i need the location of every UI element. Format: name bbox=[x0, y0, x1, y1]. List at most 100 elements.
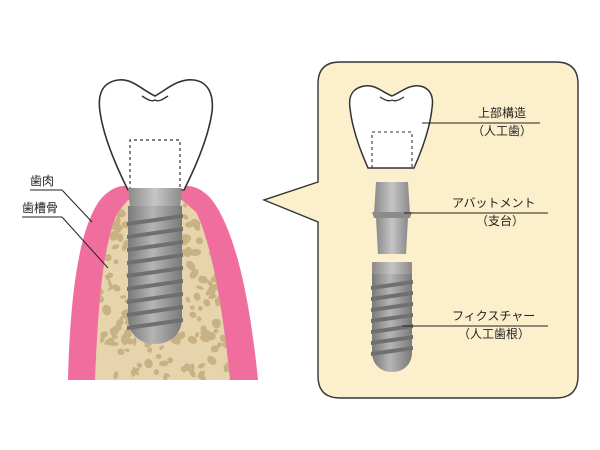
bone-spot bbox=[100, 335, 105, 343]
bone-spot bbox=[213, 328, 219, 334]
thread-ridge bbox=[127, 318, 183, 330]
bone-spot bbox=[197, 363, 206, 369]
bone-spot bbox=[190, 363, 195, 371]
bone-spot bbox=[120, 334, 127, 344]
thread-ridge bbox=[371, 291, 413, 301]
fixture-label: フィクスチャー bbox=[452, 309, 535, 323]
callout-panel bbox=[261, 61, 579, 399]
fixture-note-label: （人工歯根） bbox=[458, 327, 530, 341]
bone-spot bbox=[198, 305, 203, 311]
thread-ridge bbox=[127, 266, 183, 278]
abutment-left bbox=[128, 188, 182, 208]
bone-spot bbox=[189, 311, 197, 318]
bone-spot bbox=[229, 204, 230, 209]
bone-spot bbox=[210, 277, 217, 283]
crown-right-groove bbox=[379, 96, 405, 102]
thread-ridge bbox=[371, 313, 413, 323]
bone-spot bbox=[113, 371, 119, 380]
bone-spot bbox=[180, 366, 187, 373]
bone-spot bbox=[132, 366, 139, 376]
bone-spot bbox=[206, 280, 214, 287]
crown-right bbox=[348, 84, 434, 169]
abutment-right-collar bbox=[372, 212, 412, 218]
bone-spot bbox=[117, 348, 125, 356]
thread-ridge bbox=[371, 280, 413, 290]
bone-spot bbox=[185, 296, 191, 303]
bone-spot bbox=[164, 372, 170, 378]
thread-ridge bbox=[127, 305, 183, 317]
bone-spot bbox=[184, 246, 193, 258]
bone-spot bbox=[159, 360, 169, 367]
bone-spot bbox=[153, 369, 160, 376]
crown-shape bbox=[98, 79, 214, 191]
bone-spot bbox=[189, 305, 195, 310]
bone-spot bbox=[104, 337, 115, 345]
bone-spot bbox=[195, 237, 203, 245]
thread-ridge bbox=[371, 346, 413, 356]
bone-spot bbox=[116, 319, 124, 326]
crown-right-hidden-abutment bbox=[371, 131, 413, 168]
abutment-note-label: （支台） bbox=[476, 213, 524, 228]
component-callout: 上部構造 （人工歯） アバットメント （支台） フィクスチャー （人工歯根） bbox=[261, 61, 579, 399]
bone-spot bbox=[208, 294, 217, 300]
crown-note-label: （人工歯） bbox=[472, 124, 532, 138]
bone-spot bbox=[205, 288, 213, 296]
bone-spot bbox=[117, 233, 124, 242]
abutment-label-group: アバットメント （支台） bbox=[404, 196, 548, 228]
crown-label: 上部構造 bbox=[478, 105, 526, 120]
bone-spot bbox=[147, 347, 153, 353]
bone-spot bbox=[104, 254, 112, 262]
thread-ridge bbox=[127, 253, 183, 265]
bone-spot bbox=[182, 235, 192, 246]
abutment-right-base bbox=[376, 218, 408, 254]
fixture-label-group: フィクスチャー （人工歯根） bbox=[402, 309, 548, 341]
bone-spot bbox=[155, 353, 162, 359]
bone-spot bbox=[175, 332, 185, 339]
bone-spot bbox=[183, 214, 189, 220]
crown-hidden-abutment bbox=[129, 139, 181, 190]
bone-spot bbox=[201, 330, 207, 337]
thread-ridge bbox=[371, 302, 413, 312]
bone-spot bbox=[121, 310, 127, 316]
bone-spot bbox=[133, 336, 137, 347]
thread-ridge bbox=[127, 292, 183, 304]
bone-spot bbox=[226, 201, 230, 209]
fixture-left bbox=[127, 206, 183, 344]
bone-spot bbox=[195, 331, 199, 338]
thread-ridge bbox=[127, 279, 183, 291]
bone-spot bbox=[121, 243, 128, 251]
bone-spot bbox=[119, 295, 127, 299]
bone-spot bbox=[182, 203, 188, 208]
bone-spot bbox=[197, 370, 206, 379]
fixture-right bbox=[371, 262, 413, 372]
bone-spot bbox=[144, 358, 153, 369]
bone-spot bbox=[124, 348, 130, 352]
bone-spot bbox=[109, 326, 119, 336]
bone-spot bbox=[115, 210, 127, 216]
bone-spot bbox=[196, 285, 204, 290]
bone-spot bbox=[159, 345, 164, 350]
bone-spot bbox=[207, 355, 217, 365]
bone-spot bbox=[167, 357, 174, 364]
bone-spot bbox=[105, 274, 110, 281]
gum-label-group: 歯肉 bbox=[30, 174, 93, 223]
bone-spot bbox=[109, 230, 119, 241]
fixture-threads bbox=[127, 214, 183, 330]
alveolar-bone-label-group: 歯槽骨 bbox=[22, 201, 109, 269]
bone-spot bbox=[211, 318, 221, 329]
bone-spot bbox=[187, 336, 198, 344]
thread-ridge bbox=[127, 240, 183, 252]
bone-spot bbox=[193, 292, 201, 301]
bone-spot bbox=[112, 333, 118, 340]
bone-spot bbox=[198, 275, 208, 284]
bone-spot bbox=[136, 362, 143, 368]
crown-groove bbox=[141, 95, 169, 102]
fixture-right-collar bbox=[372, 262, 412, 276]
bone-spot bbox=[113, 259, 119, 265]
bone-spot bbox=[119, 315, 125, 321]
crown-label-group: 上部構造 （人工歯） bbox=[422, 105, 540, 138]
thread-ridge bbox=[371, 335, 413, 345]
abutment-right-post bbox=[374, 182, 410, 214]
thread-ridge bbox=[127, 214, 183, 226]
